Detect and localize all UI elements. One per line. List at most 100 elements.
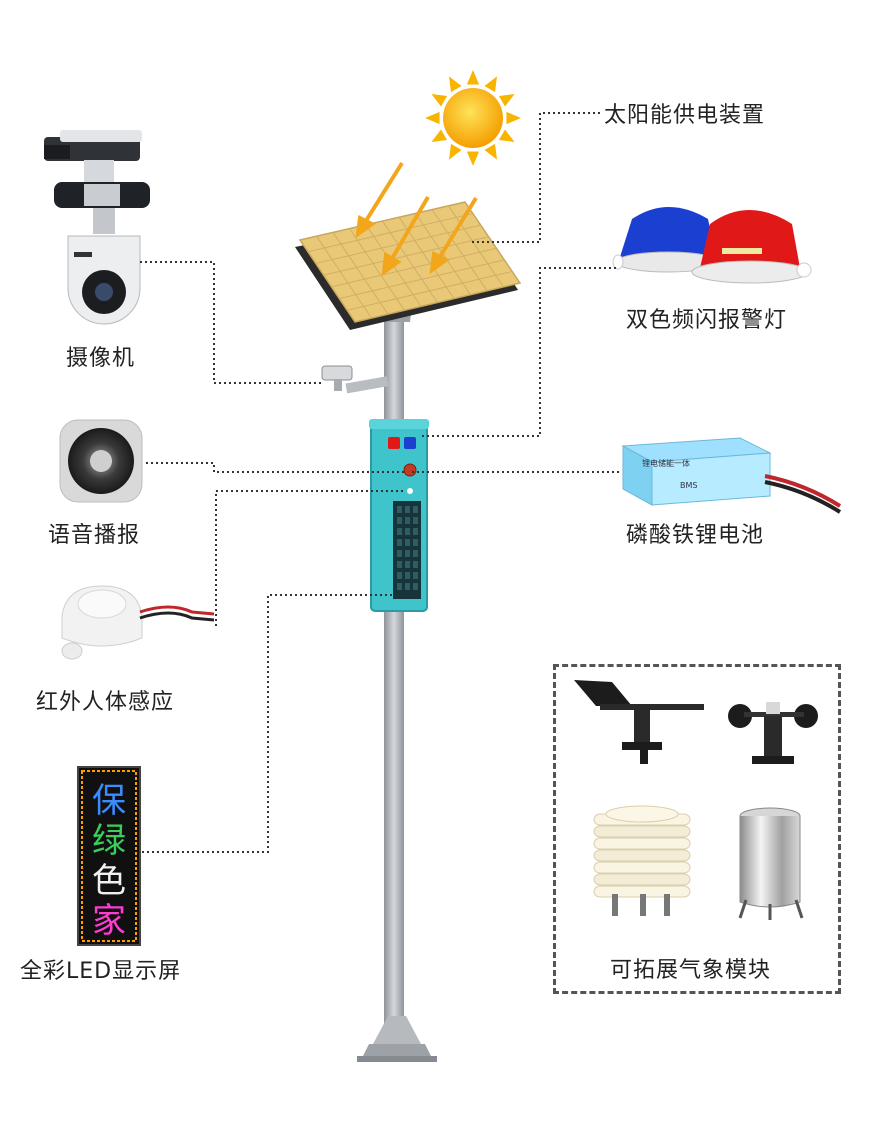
shield-ring xyxy=(593,873,691,886)
led-pixel xyxy=(397,561,402,568)
led-char-1: 保 xyxy=(92,781,126,821)
sun-ray xyxy=(498,129,515,142)
led-pixel xyxy=(405,506,410,513)
sun-ray xyxy=(466,70,480,85)
cabinet-red-lamp xyxy=(388,437,400,449)
control-cabinet xyxy=(369,419,429,612)
led-pixel xyxy=(405,572,410,579)
solar-cell-line xyxy=(448,205,504,288)
rain-gauge-icon xyxy=(738,807,804,920)
solar-panel xyxy=(295,161,522,330)
led-pixel xyxy=(405,539,410,546)
led-char-4: 家 xyxy=(92,901,126,941)
alarm-light-icon xyxy=(612,207,812,284)
pole-base xyxy=(362,1044,432,1058)
solar-cell-line xyxy=(316,235,372,319)
led-pixel xyxy=(413,506,418,513)
solar-cell-line xyxy=(347,270,513,311)
solar-cell-line xyxy=(307,213,473,253)
battery-label-top: 锂电储能一体 xyxy=(642,458,690,468)
mini-camera-mount xyxy=(334,379,342,391)
solar-cell-line xyxy=(339,259,505,300)
cabinet-pir xyxy=(407,488,413,494)
led-pixel xyxy=(413,539,418,546)
pole-base-gusset xyxy=(373,1016,421,1044)
label-alarm: 双色频闪报警灯 xyxy=(626,308,788,333)
cabinet-led-pixels xyxy=(397,506,418,590)
camera-arm xyxy=(345,376,389,394)
speaker-icon xyxy=(59,419,143,503)
leader-speaker xyxy=(146,462,404,473)
sun-ray xyxy=(506,111,521,125)
sun-ray xyxy=(498,94,515,107)
sun-icon xyxy=(425,70,521,166)
radiation-shield-icon xyxy=(593,805,691,916)
solar-cell-line xyxy=(382,220,438,303)
label-solar: 太阳能供电装置 xyxy=(604,103,766,128)
shield-ring xyxy=(593,849,691,862)
led-pixel xyxy=(405,528,410,535)
solar-cell-line xyxy=(323,236,489,276)
shield-ring xyxy=(593,861,691,874)
sun-ray xyxy=(449,76,462,93)
sun-ray xyxy=(466,151,480,166)
led-pixel xyxy=(397,550,402,557)
battery-icon: 锂电储能一体 BMS xyxy=(621,437,842,514)
led-char-2: 绿 xyxy=(92,821,126,861)
solar-cell-line xyxy=(349,228,405,311)
led-pixel xyxy=(405,583,410,590)
sun-ray xyxy=(484,76,497,93)
led-pixel xyxy=(405,550,410,557)
led-pixel xyxy=(397,528,402,535)
camera-icon xyxy=(44,130,150,325)
sun-rays-arrows xyxy=(355,161,478,277)
shield-ring xyxy=(593,837,691,850)
led-pixel xyxy=(413,572,418,579)
label-battery: 磷酸铁锂电池 xyxy=(626,523,765,548)
label-weather: 可拓展气象模块 xyxy=(610,958,772,983)
shield-ring xyxy=(593,825,691,838)
led-pixel xyxy=(413,561,418,568)
leader-solar xyxy=(470,112,600,243)
sun-ray xyxy=(431,94,448,107)
led-pixel xyxy=(413,517,418,524)
battery-label-bottom: BMS xyxy=(680,481,697,490)
weather-module-frame xyxy=(553,664,841,994)
anemometer-icon xyxy=(728,702,818,764)
leader-lines xyxy=(140,112,622,853)
label-pir: 红外人体感应 xyxy=(36,690,175,715)
solar-cell-line xyxy=(431,209,488,292)
cabinet-top xyxy=(369,419,429,429)
sun-ray xyxy=(449,143,462,160)
led-pixel xyxy=(397,539,402,546)
cabinet-blue-lamp xyxy=(404,437,416,449)
shield-cap xyxy=(605,805,679,823)
led-pixel xyxy=(397,517,402,524)
led-pixel xyxy=(405,561,410,568)
pole-base-plate xyxy=(357,1056,437,1062)
solar-cell-line xyxy=(331,247,497,288)
led-char-3: 色 xyxy=(92,861,126,901)
led-pixel xyxy=(397,572,402,579)
wind-vane-icon xyxy=(574,680,704,764)
mini-camera-body xyxy=(321,365,353,381)
pir-sensor-icon xyxy=(61,585,215,660)
led-pixel xyxy=(397,583,402,590)
solar-cell-line xyxy=(332,232,389,315)
label-led: 全彩LED显示屏 xyxy=(20,959,182,984)
led-pixel xyxy=(405,517,410,524)
led-pixel xyxy=(413,550,418,557)
sun-ray xyxy=(431,129,448,142)
leader-led xyxy=(142,594,392,853)
label-speaker: 语音播报 xyxy=(48,523,141,548)
led-pixel xyxy=(397,506,402,513)
led-pixel xyxy=(413,528,418,535)
led-screen-icon: 保 绿 色 家 xyxy=(77,766,141,946)
label-camera: 摄像机 xyxy=(66,346,136,371)
sun-ray xyxy=(425,111,440,125)
leader-alarm xyxy=(420,267,616,437)
led-pixel xyxy=(413,583,418,590)
sun-ray xyxy=(484,143,497,160)
leader-camera xyxy=(140,261,322,384)
